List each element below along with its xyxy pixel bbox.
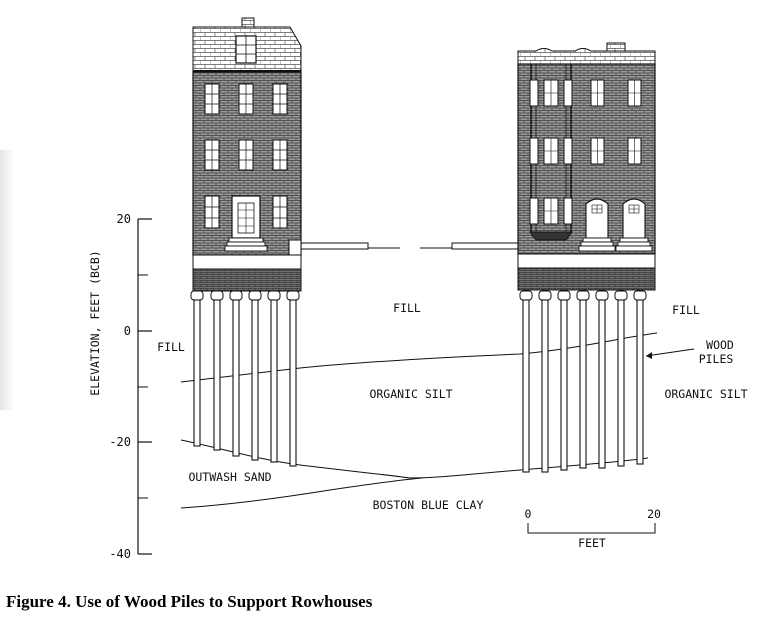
scale-bar: 0 20 FEET [525,507,661,550]
label-boston-blue-clay: BOSTON BLUE CLAY [373,498,484,512]
label-fill-left: FILL [157,340,185,354]
tick-label-20: 20 [117,212,131,226]
axis-label: ELEVATION, FEET (BCB) [88,250,102,395]
label-wood-piles-line1: WOOD [706,338,734,352]
tick-label-minus-40: -40 [109,547,131,561]
front-doors [585,198,646,239]
scale-unit-label: FEET [578,536,606,550]
pile-caps [519,290,647,301]
right-wood-piles [522,299,644,473]
page-edge-shadow [0,150,14,410]
right-rowhouse [517,42,656,301]
organic-silt-sand-boundary [180,439,649,479]
scale-start-label: 0 [525,507,532,521]
foundation [517,267,656,291]
chimney [241,17,255,28]
label-organic-silt-center: ORGANIC SILT [369,387,452,401]
left-wood-piles [193,299,297,467]
tick-label-0: 0 [124,324,131,338]
figure-caption: Figure 4. Use of Wood Piles to Support R… [6,592,373,611]
label-organic-silt-right: ORGANIC SILT [664,387,747,401]
chimney [606,42,626,52]
label-outwash-sand: OUTWASH SAND [188,470,271,484]
left-rowhouse [190,17,302,301]
label-fill-right: FILL [672,303,700,317]
scale-end-label: 20 [647,507,661,521]
sand-clay-boundary [180,477,423,509]
label-fill-center: FILL [393,301,421,315]
stoops [578,237,653,252]
label-wood-piles-line2: PILES [699,352,734,366]
soil-boundaries [180,332,658,509]
cornice [517,48,656,65]
elevation-axis: 20 0 -20 -40 ELEVATION, FEET (BCB) [88,212,152,561]
tick-label-minus-20: -20 [109,435,131,449]
wood-piles-leader [645,348,695,357]
fill-organic-silt-boundary [180,332,658,383]
foundation [192,268,302,292]
ground-surface [299,242,519,250]
pile-caps [190,290,300,301]
stoop [224,237,268,252]
